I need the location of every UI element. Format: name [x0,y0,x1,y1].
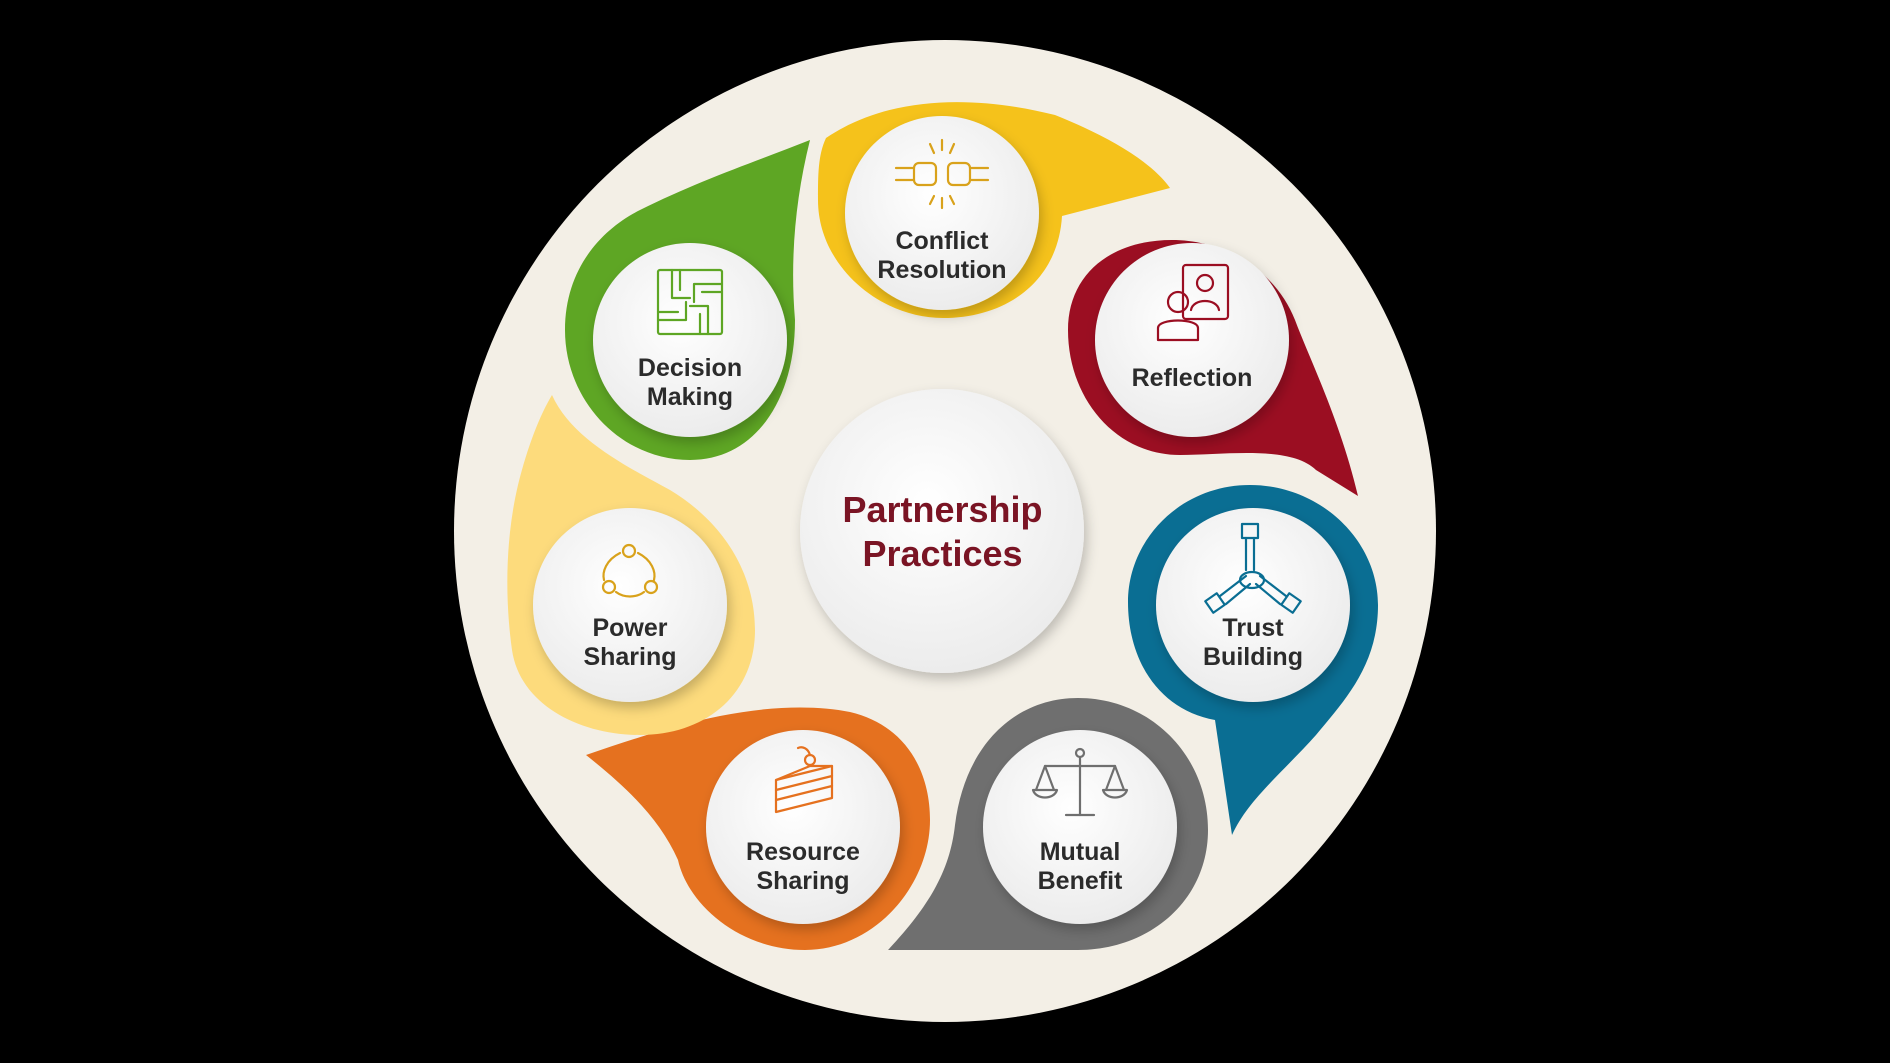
balance-scale-icon [1031,747,1129,817]
circle-decision-making [593,243,787,437]
practice-label: Mutual Benefit [1037,838,1123,895]
circle-power-sharing [533,508,727,702]
center-circle [800,389,1084,673]
practice-label: Trust Building [1203,614,1303,671]
node-resource-sharing: Resource Sharing [723,837,883,897]
circle-conflict-resolution [845,116,1039,310]
fist-bump-icon [894,138,990,210]
circle-mutual-benefit [983,730,1177,924]
circle-resource-sharing [706,730,900,924]
practice-label: Conflict Resolution [877,227,1007,284]
practice-label: Decision Making [637,354,743,411]
node-reflection: Reflection [1112,363,1272,393]
reflection-icon [1156,263,1230,342]
node-mutual-benefit: Mutual Benefit [1000,837,1160,897]
stacked-hands-icon [1204,522,1302,614]
node-trust-building: Trust Building [1173,613,1333,673]
practice-label: Power Sharing [583,614,677,671]
node-decision-making: Decision Making [610,353,770,413]
linked-hands-icon [656,268,724,336]
inner-circles [533,116,1350,924]
node-conflict-resolution: Conflict Resolution [862,226,1022,286]
cake-slice-icon [774,746,834,814]
practice-label: Reflection [1131,363,1253,392]
circle-trust-building [1156,508,1350,702]
node-power-sharing: Power Sharing [550,613,710,673]
cycle-icon [601,543,659,598]
practice-label: Resource Sharing [746,838,860,895]
center-title: Partnership Practices [842,489,1043,574]
